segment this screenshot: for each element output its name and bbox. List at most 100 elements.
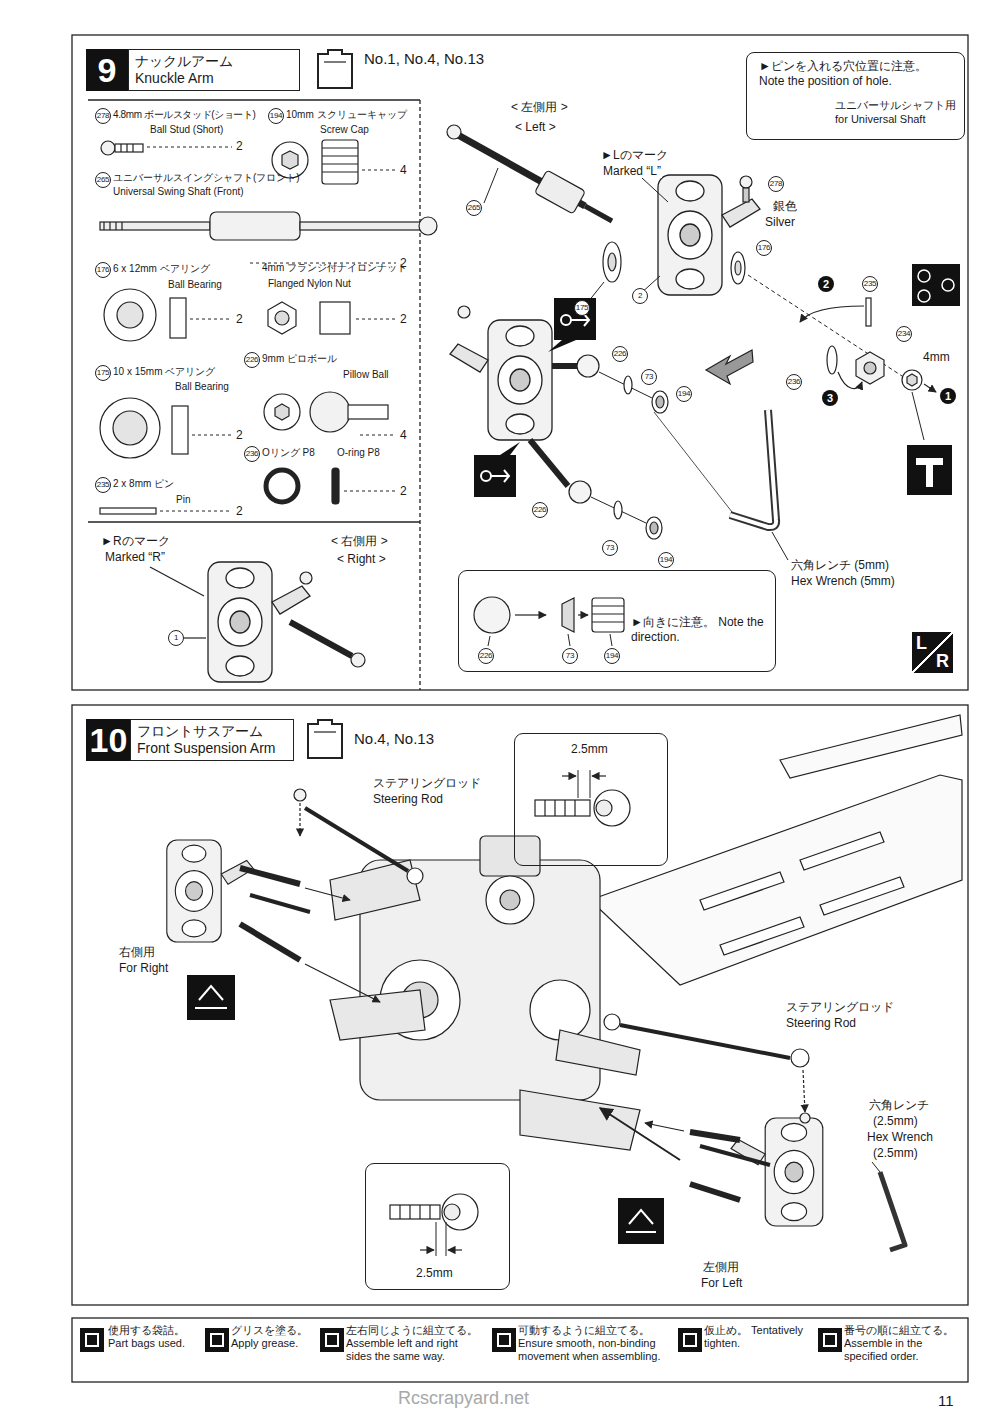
part-label: Ball Bearing xyxy=(175,381,229,393)
part-label: < 左側用 > xyxy=(510,100,569,114)
part-label: Flanged Nylon Nut xyxy=(268,278,351,290)
legend-icon xyxy=(492,1328,516,1352)
legend-text: 使用する袋詰。 Part bags used. xyxy=(108,1324,196,1350)
callout-number: 2 xyxy=(632,288,648,304)
legend-icon xyxy=(818,1328,842,1352)
legend-text: 番号の順に組立てる。 Assemble in the specified ord… xyxy=(844,1324,962,1364)
node-text: L xyxy=(916,634,927,652)
step-number: 9 xyxy=(86,49,128,91)
callout-number: 226 xyxy=(244,352,260,368)
node-text: 10 xyxy=(90,723,128,757)
part-label: O-ring P8 xyxy=(337,447,380,459)
legend-text: 仮止め。 Tentatively tighten. xyxy=(704,1324,808,1350)
order-number: 2 xyxy=(818,276,834,292)
callout-number: 278 xyxy=(768,176,784,192)
callout-number: 1 xyxy=(168,630,184,646)
node-text: 2.5mm xyxy=(416,1266,453,1281)
part-label: Pin xyxy=(176,494,190,506)
callout-number: 175 xyxy=(574,300,590,316)
part-label: ユニバーサルスイングシャフト(フロント) xyxy=(113,172,300,184)
part-label: ►Rのマーク xyxy=(100,534,171,548)
page-number: 11 xyxy=(938,1392,954,1410)
part-label: Universal Swing Shaft (Front) xyxy=(113,186,244,198)
step-number: 10 xyxy=(86,719,131,761)
part-label: Pillow Ball xyxy=(343,369,389,381)
quantity: 2 xyxy=(236,504,243,518)
callout-number: 175 xyxy=(95,365,111,381)
node-text: 9 xyxy=(98,53,117,87)
node-text: ►向きに注意。 Note the direction. xyxy=(631,615,769,645)
callout-number: 73 xyxy=(641,369,657,385)
callout-number: 176 xyxy=(756,240,772,256)
part-label: 4mm フランジ付ナイロンナット xyxy=(262,262,407,274)
callout-number: 278 xyxy=(95,108,111,124)
legend-icon xyxy=(205,1328,229,1352)
part-label: For Left xyxy=(700,1276,743,1290)
part-label: < 右側用 > xyxy=(330,534,389,548)
callout-number: 226 xyxy=(478,648,494,664)
callout-number: 265 xyxy=(466,200,482,216)
legend-icon xyxy=(320,1328,344,1352)
callout-number: 194 xyxy=(604,648,620,664)
callout-number: 194 xyxy=(658,552,674,568)
part-label: 9mm ピロボール xyxy=(262,353,337,365)
node-text: Front Suspension Arm xyxy=(137,740,287,758)
callout-number: 236 xyxy=(244,446,260,462)
left-right-icon: LR xyxy=(912,632,953,673)
legend-text: 可動するように組立てる。 Ensure smooth, non-binding … xyxy=(518,1324,668,1364)
node-text: 2.5mm xyxy=(571,742,608,757)
part-label: ステアリングロッド xyxy=(372,776,482,790)
node-text: フロントサスアーム xyxy=(137,723,287,741)
callout-number: 235 xyxy=(862,276,878,292)
node-text: ユニバーサルシャフト用 for Universal Shaft xyxy=(835,99,961,127)
node-text: Knuckle Arm xyxy=(135,70,293,88)
watermark: Rcscrapyard.net xyxy=(398,1388,529,1410)
quantity: 4 xyxy=(400,428,407,442)
part-label: 左側用 xyxy=(702,1260,740,1274)
legend-icon xyxy=(678,1328,702,1352)
part-label: 6 x 12mm ベアリング xyxy=(113,263,210,275)
legend-icon xyxy=(80,1328,104,1352)
quantity: 4 xyxy=(400,163,407,177)
part-label: Silver xyxy=(764,215,796,229)
callout-number: 236 xyxy=(786,374,802,390)
step-title: フロントサスアームFront Suspension Arm xyxy=(130,719,294,761)
callout-number: 226 xyxy=(612,346,628,362)
legend-text: 左右同じように組立てる。 Assemble left and right sid… xyxy=(346,1324,482,1364)
part-label: 銀色 xyxy=(772,199,798,213)
legend-text: グリスを塗る。 Apply grease. xyxy=(231,1324,311,1350)
part-label: (2.5mm) xyxy=(872,1114,919,1128)
quantity: 2 xyxy=(236,139,243,153)
quantity: 2 xyxy=(400,484,407,498)
quantity: 2 xyxy=(236,428,243,442)
bag-numbers: No.4, No.13 xyxy=(354,730,434,748)
bag-numbers: No.1, No.4, No.13 xyxy=(364,50,484,68)
note-box: ►ピンを入れる穴位置に注意。 Note the position of hole… xyxy=(746,52,965,140)
part-label: ステアリングロッド xyxy=(785,1000,895,1014)
part-label: Hex Wrench xyxy=(866,1130,934,1144)
part-label: < Left > xyxy=(514,120,557,134)
callout-number: 226 xyxy=(532,502,548,518)
callout-number: 265 xyxy=(95,172,111,188)
part-label: ►Lのマーク xyxy=(600,148,669,162)
order-number: 3 xyxy=(822,390,838,406)
part-label: < Right > xyxy=(336,552,387,566)
callout-number: 73 xyxy=(602,540,618,556)
quantity: 2 xyxy=(400,312,407,326)
callout-number: 235 xyxy=(95,477,111,493)
node-text: R xyxy=(936,652,949,670)
part-label: 10mm スクリューキャップ xyxy=(286,109,407,121)
part-label: (2.5mm) xyxy=(872,1146,919,1160)
part-label: Ball Stud (Short) xyxy=(150,124,223,136)
callout-number: 194 xyxy=(676,386,692,402)
inset-box: 2.5mm xyxy=(365,1163,510,1290)
part-label: 右側用 xyxy=(118,945,156,959)
part-label: Steering Rod xyxy=(785,1016,857,1030)
part-label: Ball Bearing xyxy=(168,279,222,291)
part-label: 4.8mm ボールスタッド(ショート) xyxy=(113,109,255,121)
part-label: 2 x 8mm ピン xyxy=(113,478,174,490)
